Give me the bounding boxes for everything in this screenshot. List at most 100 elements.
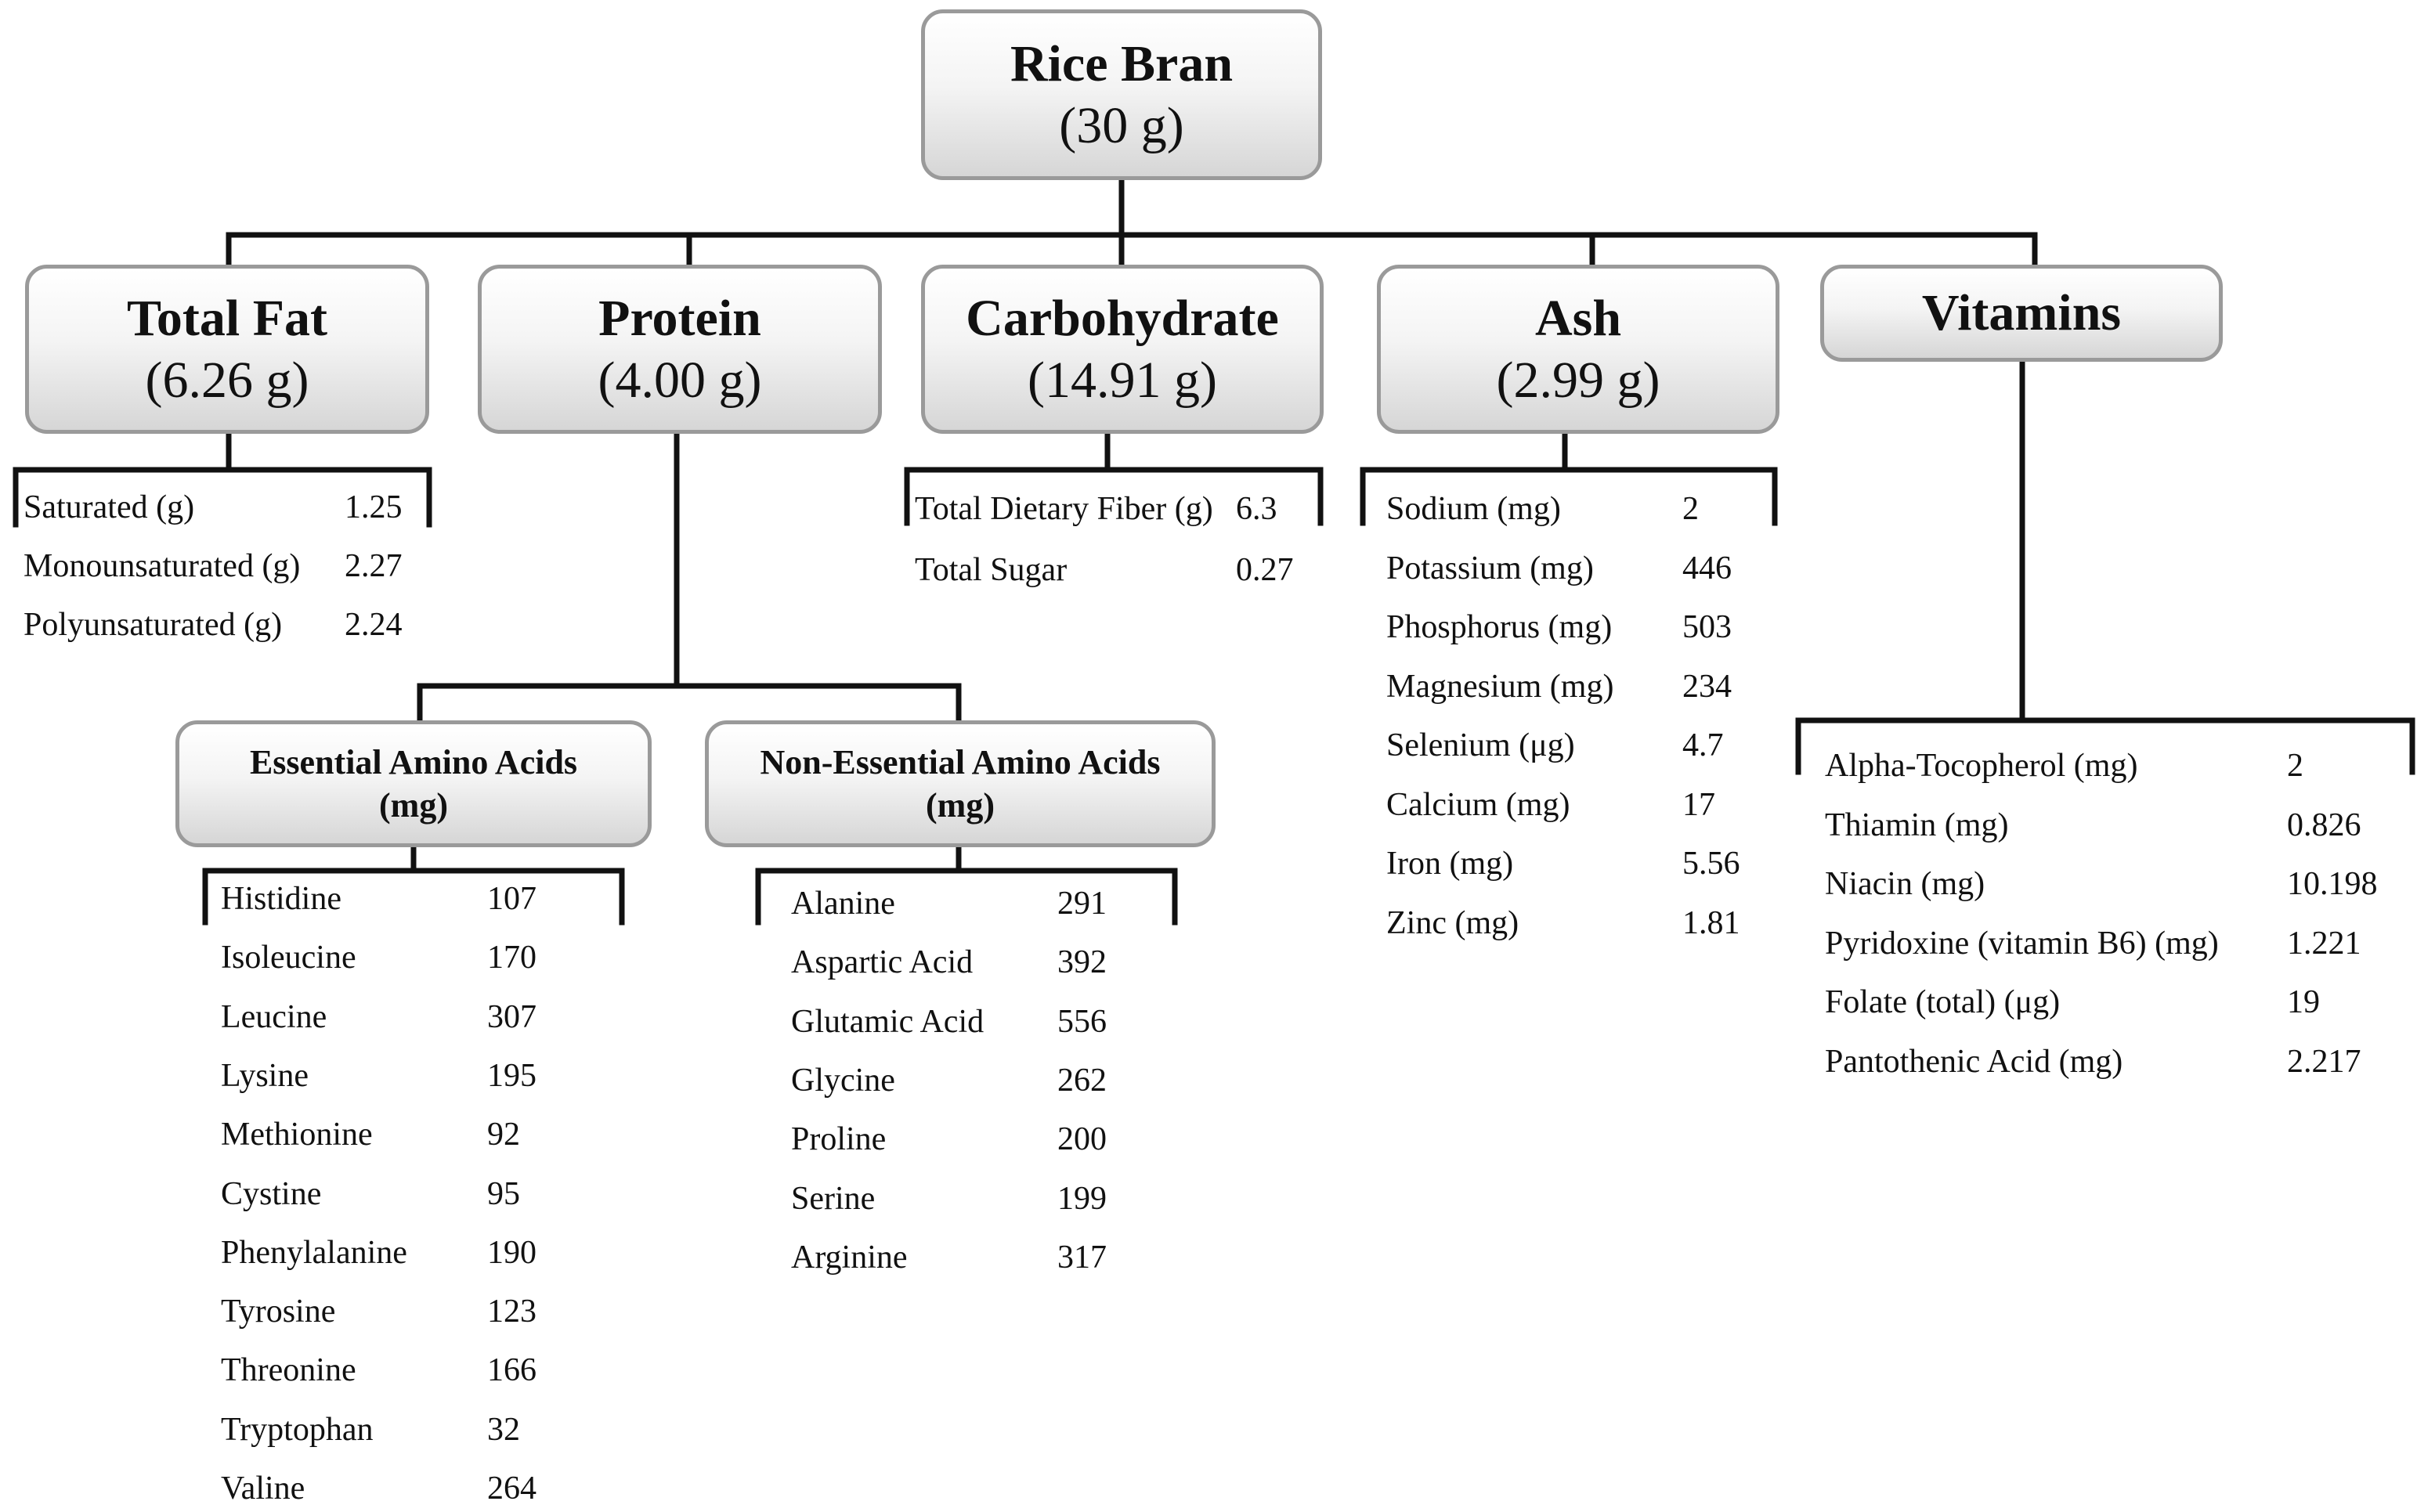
table-row: Niacin (mg) 10.198 <box>1825 861 2397 908</box>
row-label: Magnesium (mg) <box>1386 668 1614 705</box>
table-row: Pantothenic Acid (mg)2.217 <box>1825 1038 2397 1085</box>
row-value: 166 <box>487 1352 537 1389</box>
row-value: 2 <box>1682 491 1699 527</box>
row-label: Iron (mg) <box>1386 846 1514 882</box>
node-title: Carbohydrate <box>966 289 1279 347</box>
row-value: 1.25 <box>345 489 403 525</box>
row-label: Niacin (mg) <box>1825 866 1985 902</box>
row-label: Glutamic Acid <box>791 1003 985 1040</box>
node-title: Non-Essential Amino Acids <box>760 743 1161 781</box>
row-label: Monounsaturated (g) <box>23 548 301 584</box>
row-value: 190 <box>487 1234 537 1271</box>
row-value: 1.81 <box>1682 904 1740 941</box>
row-label: Tyrosine <box>221 1294 336 1330</box>
node-amount: (30 g) <box>1059 97 1184 154</box>
row-label: Methionine <box>221 1117 373 1153</box>
row-label: Alpha-Tocopherol (mg) <box>1825 748 2138 784</box>
table-row: Phosphorus (mg) 503 <box>1386 604 1778 651</box>
row-value: 0.826 <box>2287 807 2361 843</box>
row-value: 262 <box>1057 1062 1107 1099</box>
row-value: 10.198 <box>2287 866 2378 902</box>
node-non-essential-amino-acids: Non-Essential Amino Acids (mg) <box>705 720 1216 847</box>
table-row: Selenium (μg) 4.7 <box>1386 722 1778 769</box>
row-label: Phenylalanine <box>221 1234 407 1271</box>
table-row: Glycine 262 <box>791 1057 1198 1104</box>
row-label: Pantothenic Acid (mg) <box>1825 1043 2123 1080</box>
row-value: 2.24 <box>345 607 403 643</box>
table-row: Calcium (mg)17 <box>1386 781 1778 828</box>
row-value: 446 <box>1682 550 1732 586</box>
row-label: Thiamin (mg) <box>1825 807 2009 843</box>
node-amount: (4.00 g) <box>598 352 762 409</box>
row-value: 0.27 <box>1236 552 1294 588</box>
node-title: Ash <box>1534 289 1622 347</box>
row-label: Leucine <box>221 998 327 1035</box>
row-label: Zinc (mg) <box>1386 904 1519 941</box>
row-value: 5.56 <box>1682 846 1740 882</box>
row-label: Proline <box>791 1121 887 1158</box>
row-label: Threonine <box>221 1352 356 1389</box>
row-value: 503 <box>1682 609 1732 645</box>
node-essential-amino-acids: Essential Amino Acids (mg) <box>175 720 652 847</box>
row-label: Glycine <box>791 1062 895 1099</box>
node-title: Rice Bran <box>1010 34 1234 92</box>
row-label: Phosphorus (mg) <box>1386 609 1613 645</box>
table-row: Polyunsaturated (g)2.24 <box>23 601 431 648</box>
row-label: Alanine <box>791 886 895 922</box>
row-label: Valine <box>221 1471 305 1507</box>
table-row: Threonine 166 <box>221 1347 628 1394</box>
row-value: 2.27 <box>345 548 403 584</box>
row-label: Selenium (μg) <box>1386 727 1575 763</box>
table-row: Total Dietary Fiber (g)6.3 <box>915 485 1338 532</box>
table-row: Iron (mg) 5.56 <box>1386 840 1778 887</box>
table-row: Tryptophan 32 <box>221 1406 628 1453</box>
node-title: Protein <box>598 289 761 347</box>
table-row: Alpha-Tocopherol (mg) 2 <box>1825 742 2397 789</box>
row-label: Cystine <box>221 1175 322 1212</box>
row-value: 6.3 <box>1236 491 1277 527</box>
row-value: 556 <box>1057 1003 1107 1040</box>
row-value: 392 <box>1057 944 1107 981</box>
node-rice-bran: Rice Bran (30 g) <box>921 9 1322 180</box>
table-row: Glutamic Acid 556 <box>791 998 1198 1045</box>
row-value: 95 <box>487 1175 520 1212</box>
row-value: 317 <box>1057 1239 1107 1276</box>
row-label: Lysine <box>221 1057 309 1094</box>
row-value: 32 <box>487 1411 520 1448</box>
row-label: Aspartic Acid <box>791 944 974 981</box>
row-label: Serine <box>791 1180 876 1217</box>
table-row: Thiamin (mg) 0.826 <box>1825 802 2397 849</box>
row-value: 2 <box>2287 748 2303 784</box>
node-title: Total Fat <box>126 289 328 347</box>
node-total-fat: Total Fat (6.26 g) <box>25 265 429 434</box>
row-label: Arginine <box>791 1239 908 1276</box>
table-row: Total Sugar 0.27 <box>915 547 1338 594</box>
node-amount: (2.99 g) <box>1496 352 1660 409</box>
row-label: Sodium (mg) <box>1386 491 1561 527</box>
row-value: 199 <box>1057 1180 1107 1217</box>
row-value: 234 <box>1682 668 1732 705</box>
row-label: Total Sugar <box>915 552 1068 588</box>
node-protein: Protein (4.00 g) <box>478 265 882 434</box>
node-unit: (mg) <box>379 786 448 825</box>
row-value: 4.7 <box>1682 727 1724 763</box>
node-unit: (mg) <box>926 786 995 825</box>
table-row: Zinc (mg) 1.81 <box>1386 900 1778 947</box>
row-label: Isoleucine <box>221 940 356 976</box>
row-label: Tryptophan <box>221 1411 374 1448</box>
table-row: Arginine 317 <box>791 1234 1198 1281</box>
row-value: 170 <box>487 940 537 976</box>
